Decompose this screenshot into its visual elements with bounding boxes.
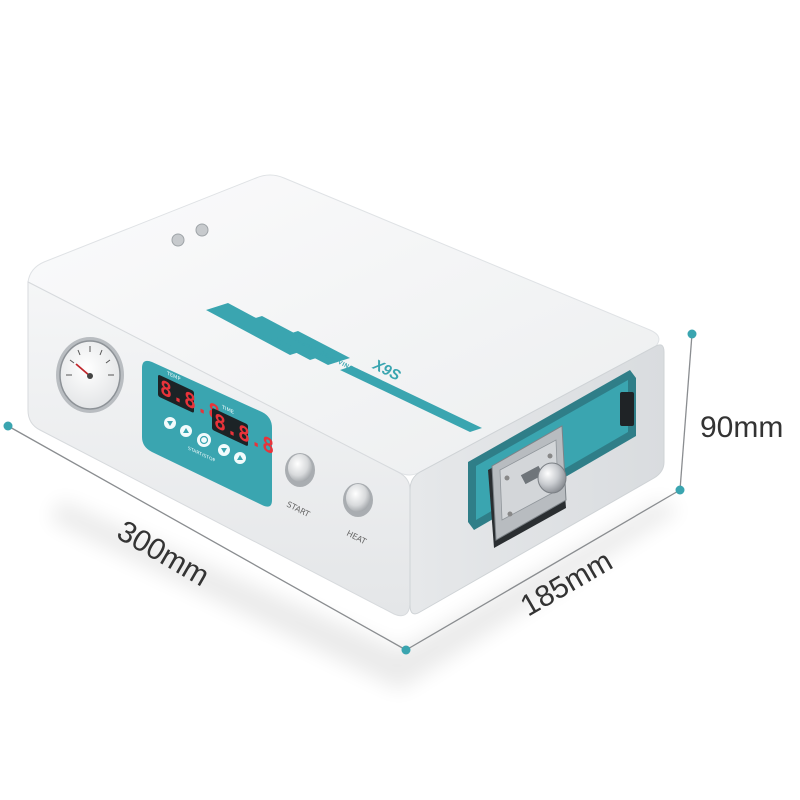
down-arrow-icon	[221, 448, 227, 453]
depth-line	[405, 489, 681, 651]
dimension-lines	[7, 333, 693, 651]
up-arrow-icon	[237, 455, 243, 460]
temp-down-button[interactable]	[164, 417, 176, 429]
time-up-button[interactable]	[234, 452, 246, 464]
power-icon	[199, 435, 209, 445]
dimension-markers	[3, 329, 697, 655]
down-arrow-icon	[167, 421, 173, 426]
screw-icon	[195, 223, 209, 237]
height-line	[679, 333, 693, 491]
time-display	[212, 408, 248, 446]
height-label: 90mm	[700, 411, 783, 444]
up-arrow-icon	[183, 428, 189, 433]
time-label: TIME	[221, 404, 234, 416]
pressure-gauge-icon	[56, 337, 124, 413]
screw-icon	[171, 233, 185, 247]
start-button[interactable]	[285, 453, 315, 487]
start-stop-button[interactable]	[197, 433, 211, 447]
control-panel: 8.8.8 8.8.8 TEMP TIME START/STOP	[142, 360, 274, 507]
brand-stripes	[206, 303, 482, 432]
length-line	[7, 425, 407, 651]
heat-button[interactable]	[343, 483, 373, 517]
top-face	[27, 174, 660, 476]
side-tray	[468, 370, 636, 548]
temp-up-button[interactable]	[180, 425, 192, 437]
ground-shadow	[50, 500, 680, 690]
time-down-button[interactable]	[218, 444, 230, 456]
temp-display	[158, 374, 194, 413]
clamp-knob-icon[interactable]	[537, 462, 567, 494]
